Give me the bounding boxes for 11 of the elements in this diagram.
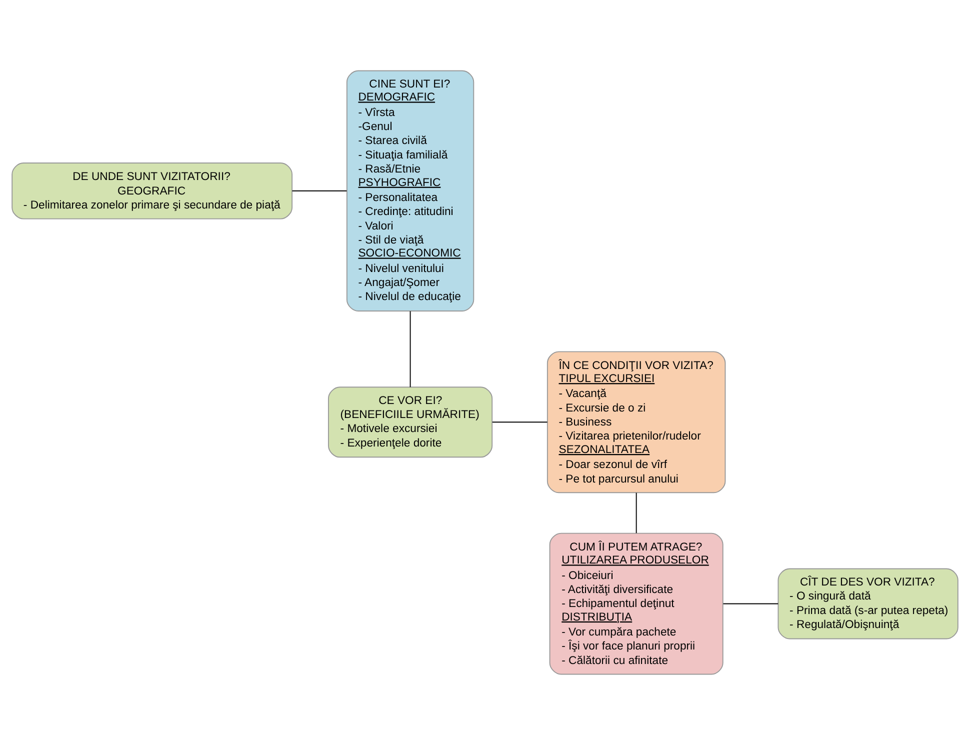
connector xyxy=(410,310,411,388)
node-box: CUM ÎI PUTEM ATRAGE? UTILIZAREA PRODUSELOR - Obiceiuri - Activităţi diversificate - Echipamentul deţinut DISTRIBUŢIA - Vor cumpăra pachete - Îşi vor face planuri proprii - Călătorii cu afinitate xyxy=(549,532,724,675)
node-box: CINE SUNT EI? DEMOGRAFIC - Vîrsta -Genul - Starea civilă - Situaţia familială - Rasă/Etnie PSYHOGRAFIC - Personalitatea - Credinţe: atitudini - Valori - Stil de viaţă SOCIO-ECONOMIC - Nivelul venitului - Angajat/Şomer - Nivelul de educaţie xyxy=(346,70,474,312)
connector xyxy=(492,422,548,423)
connector xyxy=(636,492,637,534)
node-box: ÎN CE CONDIŢII VOR VIZITA? TIPUL EXCURSIEI - Vacanţă - Excursie de o zi - Business - Vizitarea prietenilor/rudelor SEZONALITATEA - Doar sezonul de vîrf - Pe tot parcursul anului xyxy=(546,351,726,494)
node-box: DE UNDE SUNT VIZITATORII? GEOGRAFIC - Delimitarea zonelor primare şi secundare de piaţă xyxy=(12,162,293,220)
node-box: CÎT DE DES VOR VIZITA? - O singură dată - Prima dată (s-ar putea repeta) - Regulată/Obişnuinţă xyxy=(778,568,958,640)
connector xyxy=(292,190,348,192)
node-box: CE VOR EI? (BENEFICIILE URMĂRITE) - Motivele excursiei - Experienţele dorite xyxy=(328,386,493,458)
connector xyxy=(722,603,779,604)
